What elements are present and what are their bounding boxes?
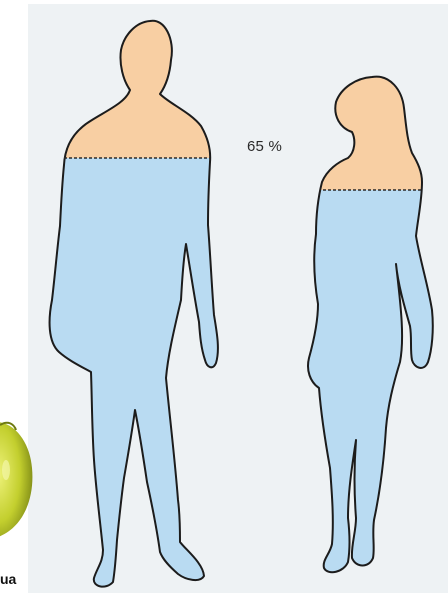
water-percentage-label: 65 % xyxy=(247,138,282,155)
pear-icon xyxy=(0,422,32,538)
cropped-caption-text: ua xyxy=(0,571,16,587)
